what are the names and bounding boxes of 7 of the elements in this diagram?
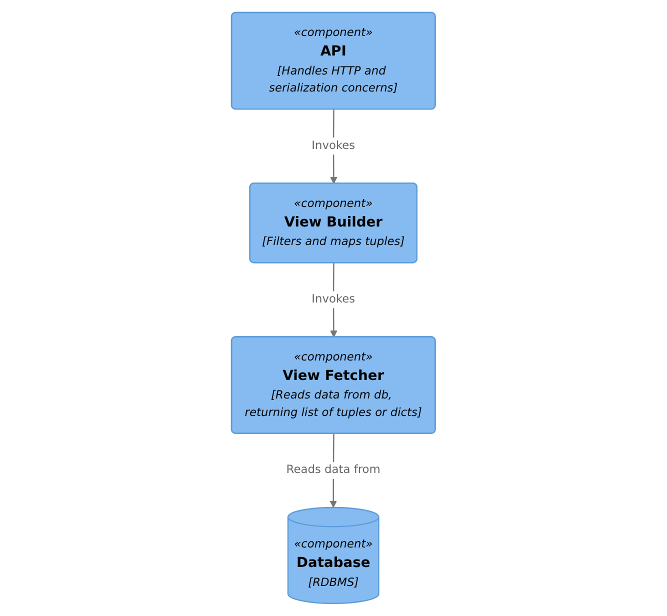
database-cylinder: «component» Database [RDBMS] — [288, 506, 380, 604]
component-box: «component» View Fetcher [Reads data from db, returning list of tuples or dicts] — [231, 336, 436, 434]
edge-label: Reads data from — [286, 462, 381, 479]
edge-label: Invokes — [312, 138, 356, 155]
component-box: «component» API [Handles HTTP and serialization concerns] — [231, 12, 436, 110]
component-box: «component» View Builder [Filters and maps tuples] — [249, 182, 418, 264]
edge-label: Invokes — [312, 291, 356, 308]
